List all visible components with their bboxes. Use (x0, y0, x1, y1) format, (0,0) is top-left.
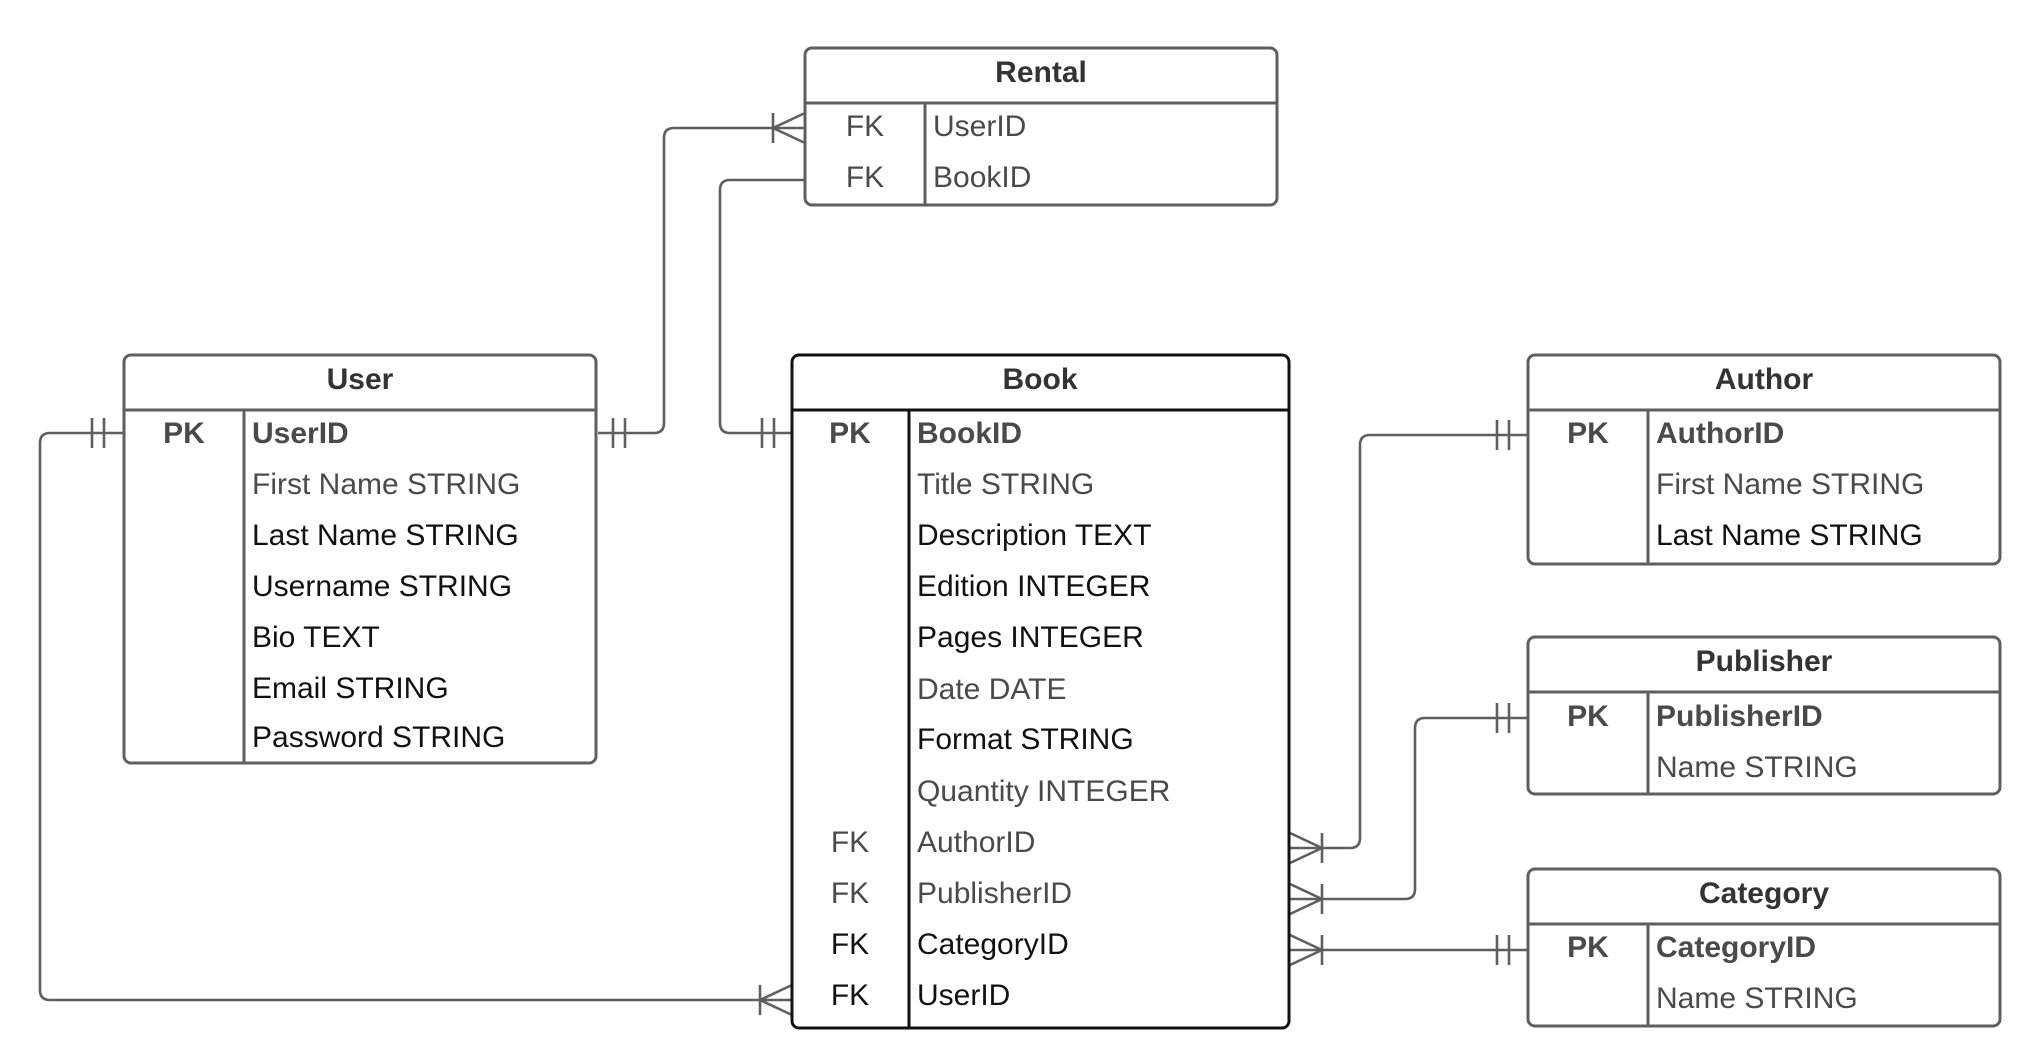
key-label: PK (163, 417, 205, 450)
field-label: Quantity INTEGER (917, 775, 1170, 808)
key-label: PK (1567, 700, 1609, 733)
key-label: FK (831, 826, 869, 859)
entity-user[interactable]: User PK UserID First Name STRING Last Na… (122, 353, 598, 765)
entity-row: Date DATE (917, 673, 1067, 706)
entity-row: Last Name STRING (252, 519, 519, 552)
field-label: First Name STRING (1656, 468, 1924, 501)
relationship-user-rental (598, 111, 806, 448)
relationship-publisher-book (1289, 703, 1528, 916)
field-label: AuthorID (1656, 417, 1784, 450)
entity-row: Bio TEXT (252, 621, 380, 654)
key-label: PK (1567, 417, 1609, 450)
key-label: FK (831, 877, 869, 910)
field-label: First Name STRING (252, 468, 520, 501)
relationship-user-book (38, 418, 793, 1017)
field-label: Title STRING (917, 468, 1094, 501)
relationship-rental-book (718, 178, 805, 448)
field-label: UserID (933, 110, 1026, 143)
entity-row: Email STRING (252, 672, 449, 705)
entity-title: Rental (995, 56, 1087, 89)
entity-category[interactable]: Category PK CategoryID Name STRING (1526, 867, 2002, 1028)
entity-row: Name STRING (1656, 982, 1858, 1015)
entity-row: FK BookID (846, 161, 1032, 194)
entity-row: PK PublisherID (1567, 700, 1823, 733)
field-label: AuthorID (917, 826, 1035, 859)
key-label: FK (846, 110, 884, 143)
entity-title: Category (1699, 877, 1829, 910)
field-label: UserID (252, 417, 349, 450)
field-label: PublisherID (917, 877, 1072, 910)
field-label: Format STRING (917, 723, 1134, 756)
entity-row: Edition INTEGER (917, 570, 1150, 603)
key-label: FK (831, 928, 869, 961)
field-label: Name STRING (1656, 751, 1858, 784)
field-label: Description TEXT (917, 519, 1152, 552)
key-label: FK (846, 161, 884, 194)
entity-row: Last Name STRING (1656, 519, 1923, 552)
field-label: CategoryID (917, 928, 1069, 961)
relationship-author-book (1289, 420, 1528, 865)
key-label: PK (1567, 931, 1609, 964)
entity-title: Author (1715, 363, 1814, 396)
entity-row: First Name STRING (1656, 468, 1924, 501)
field-label: Last Name STRING (252, 519, 519, 552)
entity-author[interactable]: Author PK AuthorID First Name STRING Las… (1526, 353, 2002, 566)
entity-rental[interactable]: Rental FK UserID FK BookID (803, 46, 1279, 207)
relationships (38, 111, 1528, 1017)
field-label: Last Name STRING (1656, 519, 1923, 552)
field-label: CategoryID (1656, 931, 1816, 964)
field-label: Date DATE (917, 673, 1067, 706)
entity-publisher[interactable]: Publisher PK PublisherID Name STRING (1526, 635, 2002, 796)
entity-row: PK BookID (829, 417, 1022, 450)
field-label: Edition INTEGER (917, 570, 1150, 603)
entity-row: First Name STRING (252, 468, 520, 501)
relationship-category-book (1289, 933, 1528, 967)
entity-row: FK AuthorID (831, 826, 1036, 859)
entity-row: Description TEXT (917, 519, 1152, 552)
field-label: Bio TEXT (252, 621, 380, 654)
entity-row: FK UserID (831, 979, 1011, 1012)
entity-row: PK CategoryID (1567, 931, 1816, 964)
field-label: PublisherID (1656, 700, 1823, 733)
entity-row: Name STRING (1656, 751, 1858, 784)
entity-row: FK PublisherID (831, 877, 1072, 910)
field-label: BookID (917, 417, 1022, 450)
entity-row: Quantity INTEGER (917, 775, 1170, 808)
field-label: Password STRING (252, 721, 505, 754)
field-label: Name STRING (1656, 982, 1858, 1015)
entity-title: Book (1003, 363, 1078, 396)
field-label: Pages INTEGER (917, 621, 1144, 654)
entity-title: Publisher (1696, 645, 1833, 678)
entity-book[interactable]: Book PK BookID Title STRING Description … (790, 353, 1291, 1030)
entity-row: Username STRING (252, 570, 512, 603)
entity-row: FK UserID (846, 110, 1027, 143)
field-label: UserID (917, 979, 1010, 1012)
field-label: Username STRING (252, 570, 512, 603)
key-label: FK (831, 979, 869, 1012)
entity-title: User (327, 363, 394, 396)
field-label: BookID (933, 161, 1031, 194)
entity-row: Password STRING (252, 721, 505, 754)
entity-row: Pages INTEGER (917, 621, 1144, 654)
entity-row: Title STRING (917, 468, 1094, 501)
key-label: PK (829, 417, 871, 450)
entity-row: Format STRING (917, 723, 1134, 756)
entity-row: FK CategoryID (831, 928, 1069, 961)
entity-row: PK UserID (163, 417, 349, 450)
field-label: Email STRING (252, 672, 449, 705)
entity-row: PK AuthorID (1567, 417, 1784, 450)
